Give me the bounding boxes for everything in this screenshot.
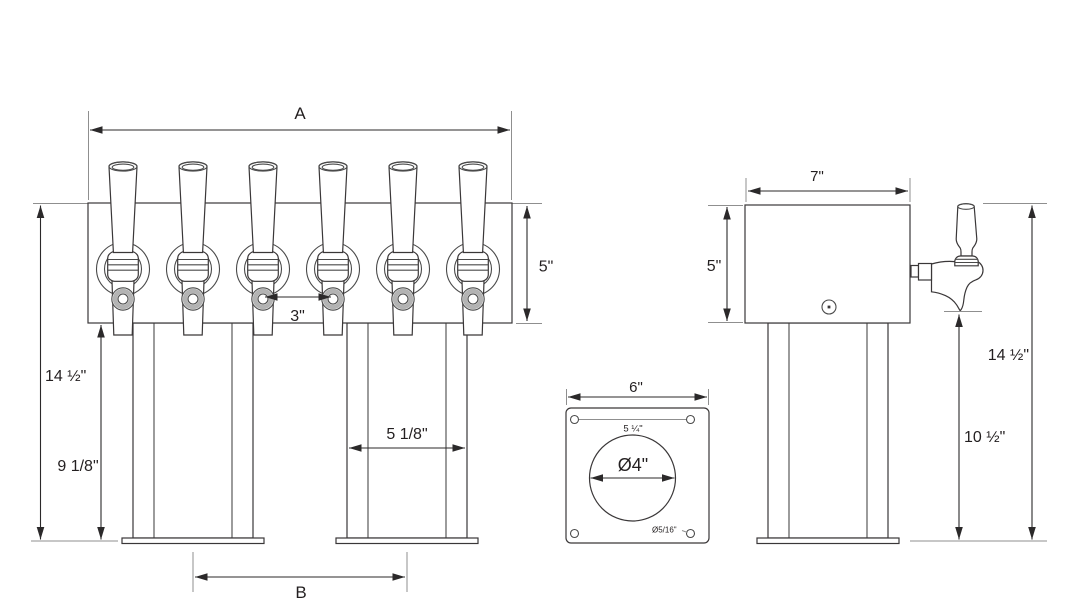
side-view: 7" 5" 14 ½" 10 ½" [707,168,1047,545]
dim-bolt-spacing: 5 ¼" [579,419,686,435]
dim-side-body-width: 7" [745,168,911,202]
shank-collar [917,262,933,281]
dim-label-body-height: 5" [539,259,554,276]
dim-body-height: 5" [516,206,553,324]
dim-column-spacing: B [192,552,408,602]
dim-spout-height: 10 ½" [955,314,1005,540]
set-screw [821,299,837,315]
dim-column-height: 9 1/8" [57,325,105,540]
dim-label-opening-diameter: Ø4" [618,455,648,475]
shank-flange [910,264,920,278]
dim-label-faucet-spacing: 3" [290,308,305,325]
dim-label-side-body-height: 5" [707,258,722,275]
dim-faucet-spacing: 3" [265,293,331,325]
dim-overall-width: A [88,104,512,200]
dim-label-column-height: 9 1/8" [57,458,98,475]
tower-body [87,202,513,324]
dim-label-column-width: 5 1/8" [386,426,427,443]
faucet-body [930,260,984,312]
left-column [121,322,265,545]
dim-label-overall-width: A [294,104,306,123]
base-plate-view: 6" 5 ¼" Ø4" Ø5/16" [565,379,710,544]
side-tower-body [744,204,911,324]
dim-label-side-body-width: 7" [810,168,824,185]
dim-label-column-spacing: B [295,583,306,602]
front-view: A 5" 3" 14 ½" 9 1/8" 5 1/8" [31,104,553,602]
bolt-hole-top-left [569,414,580,425]
bolt-hole-bottom-left [569,528,580,539]
dim-plate-width: 6" [566,379,709,405]
center-opening [588,434,677,522]
dim-bolt-hole-diameter: Ø5/16" [652,526,688,535]
dim-side-total-height: 14 ½" [988,205,1036,540]
dim-opening-diameter: Ø4" [590,455,675,482]
handle-collar [954,255,979,267]
dim-label-total-height: 14 ½" [45,368,86,385]
dim-label-spout-height: 10 ½" [964,429,1005,446]
dim-side-body-height: 5" [707,205,743,323]
dim-column-width: 5 1/8" [349,426,465,452]
dim-label-bolt-spacing: 5 ¼" [623,424,642,435]
dim-label-plate-width: 6" [629,379,643,396]
bolt-hole-top-right [685,414,696,425]
dim-label-side-total-height: 14 ½" [988,347,1029,364]
dim-total-height: 14 ½" [31,205,118,542]
side-faucet [910,203,984,312]
faucet-handle-side [955,203,978,257]
bolt-hole-bottom-right [685,528,696,539]
side-column [756,322,900,545]
dim-label-bolt-hole-diameter: Ø5/16" [652,526,677,535]
